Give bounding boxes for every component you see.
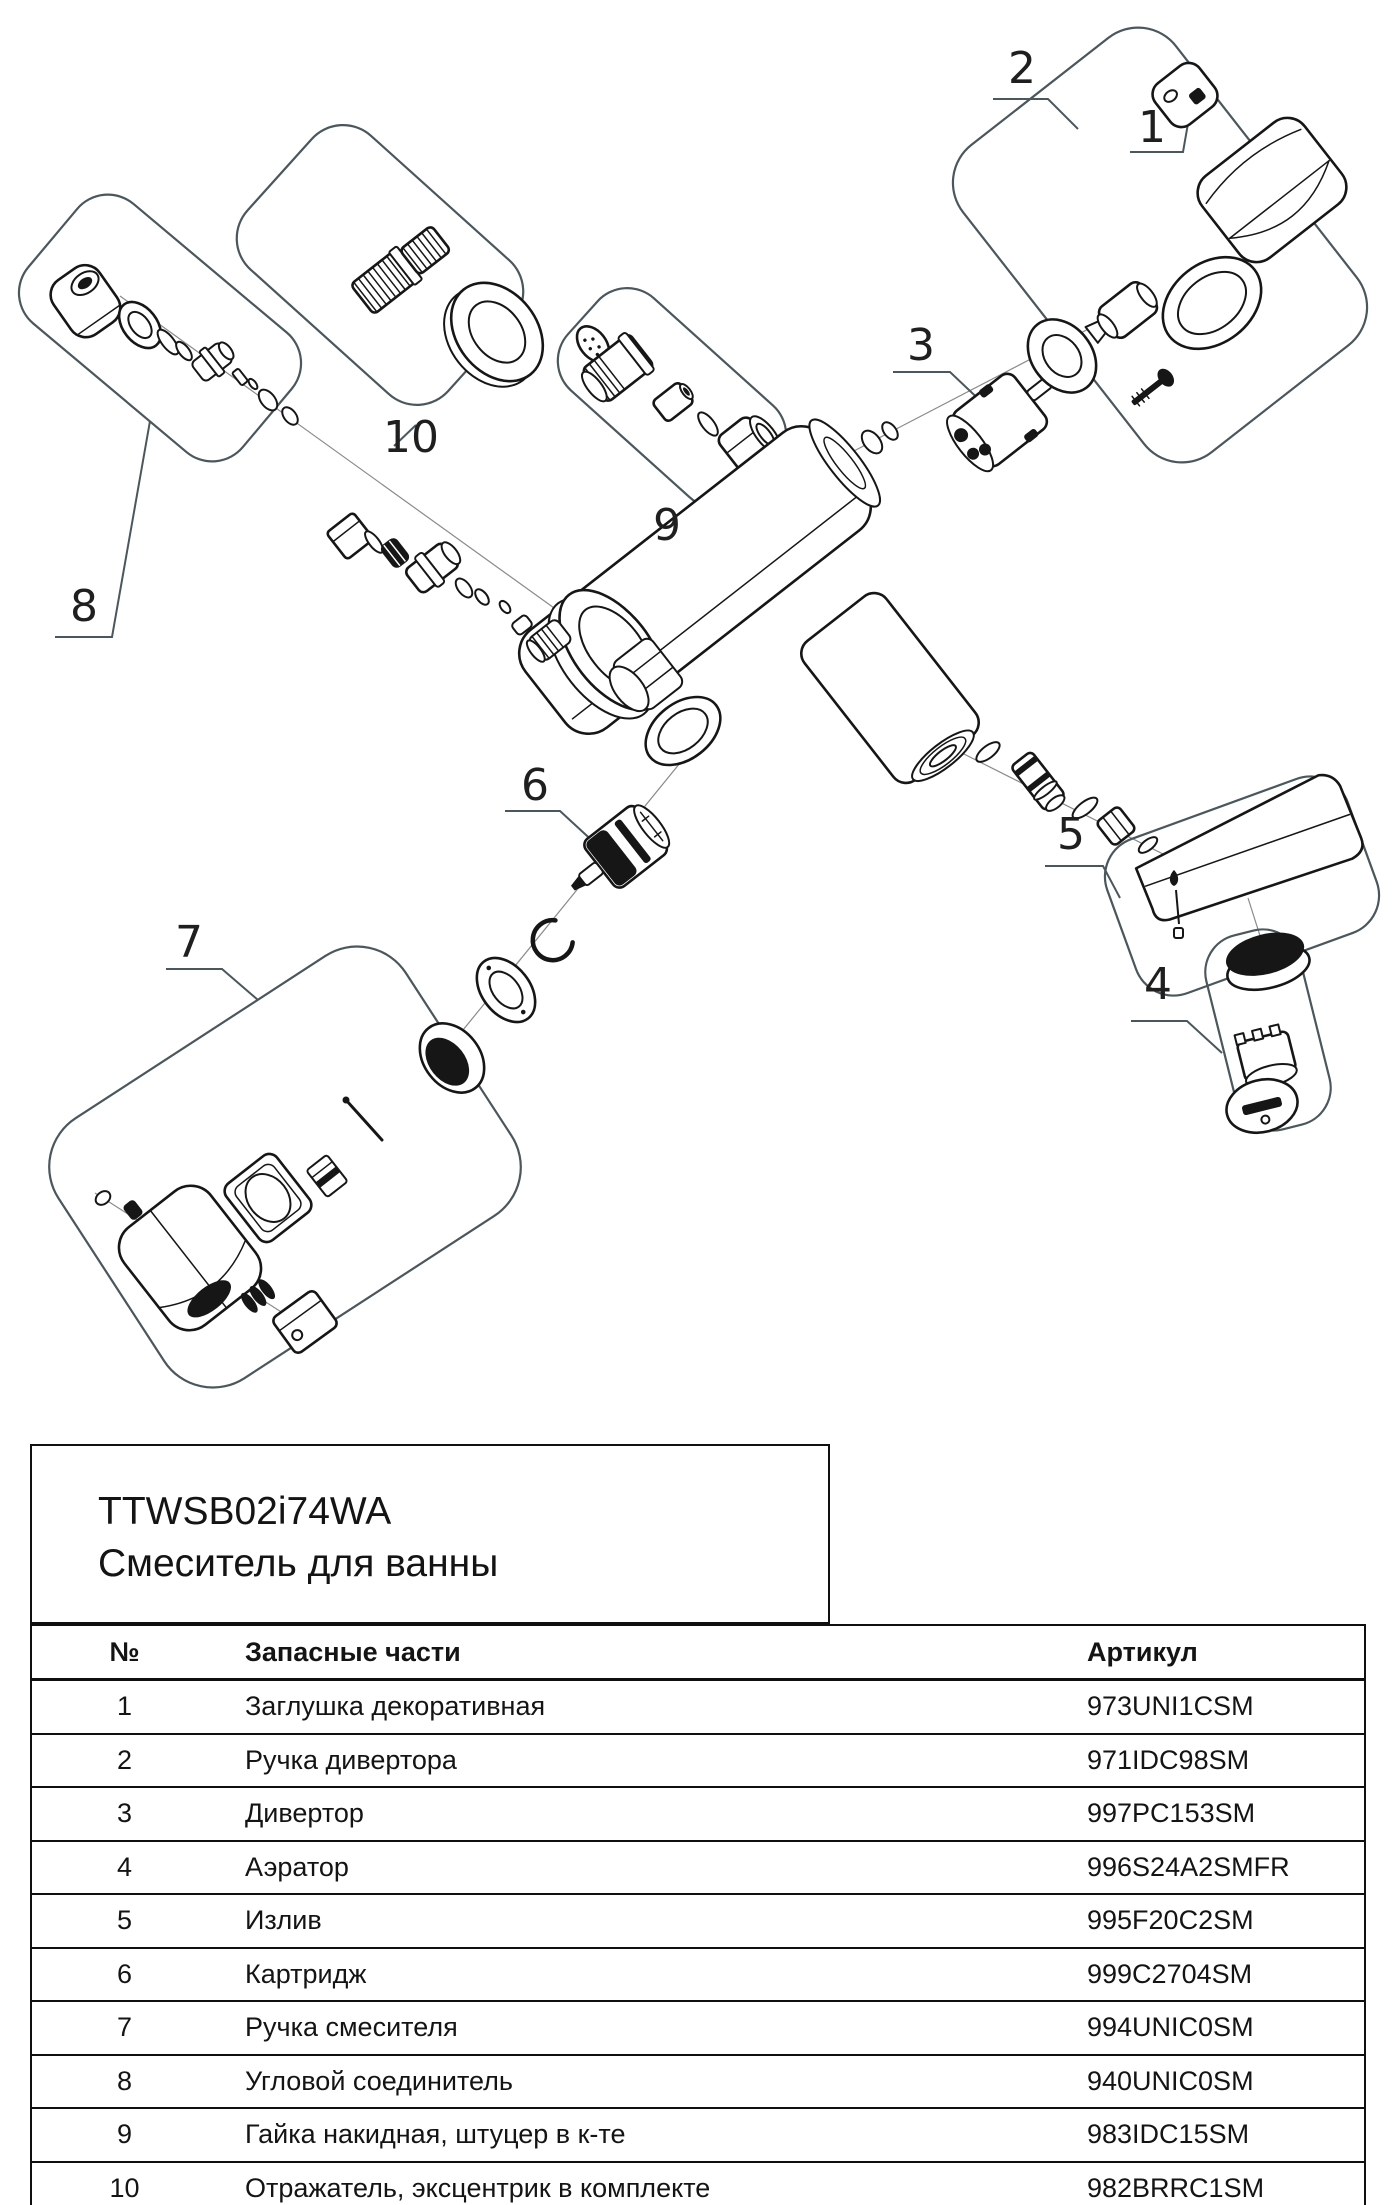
leader-7	[166, 968, 259, 1001]
callout-3: 3	[907, 320, 935, 371]
callout-5: 5	[1057, 809, 1085, 860]
row-article: 982BRRC1SM	[1087, 2172, 1265, 2203]
leader-6	[505, 810, 599, 847]
table-row: 3 Дивертор 997PC153SM	[32, 1786, 1364, 1840]
leader-10	[393, 424, 417, 447]
row-num: 2	[116, 1744, 133, 1775]
part-eccentric-escutcheon	[351, 226, 545, 388]
table-row: 1 Заглушка декоративная 973UNI1CSM	[32, 1678, 1364, 1733]
row-article: 940UNIC0SM	[1087, 2065, 1254, 2096]
row-num: 9	[116, 2119, 133, 2150]
row-article: 973UNI1CSM	[1087, 1691, 1254, 1722]
row-name: Дивертор	[245, 1798, 364, 1829]
group-outline-8	[17, 193, 303, 463]
part-diverter	[860, 280, 1159, 473]
part-mixer-handle-group	[94, 1096, 384, 1354]
table-row: 4 Аэратор 996S24A2SMFR	[32, 1839, 1364, 1894]
part-spout-screw	[1169, 870, 1184, 939]
title-block: TTWSB02i74WA Смеситель для ванны	[30, 1444, 830, 1624]
callout-8: 8	[70, 581, 98, 632]
table-row: 7 Ручка смесителя 994UNIC0SM	[32, 2000, 1364, 2054]
callout-4: 4	[1144, 959, 1172, 1010]
table-row: 9 Гайка накидная, штуцер в к-те 983IDC15…	[32, 2107, 1364, 2161]
parts-table: № Запасные части Артикул 1 Заглушка деко…	[30, 1624, 1366, 2205]
row-name: Излив	[245, 1905, 322, 1936]
header-article: Артикул	[1087, 1636, 1198, 1667]
row-article: 971IDC98SM	[1087, 1744, 1250, 1775]
row-num: 5	[116, 1905, 133, 1936]
parts-table-header: № Запасные части Артикул	[32, 1626, 1364, 1678]
row-name: Картридж	[245, 1958, 367, 1989]
row-name: Аэратор	[245, 1851, 349, 1882]
leader-2	[993, 98, 1079, 130]
part-handle-plate	[1161, 255, 1263, 351]
table-row: 2 Ручка дивертора 971IDC98SM	[32, 1732, 1364, 1787]
row-article: 994UNIC0SM	[1087, 2012, 1254, 2043]
header-name: Запасные части	[245, 1636, 461, 1667]
table-row: 5 Излив 995F20C2SM	[32, 1893, 1364, 1947]
faucet-body	[511, 418, 980, 785]
callout-1: 1	[1138, 102, 1166, 153]
table-row: 8 Угловой соединитель 940UNIC0SM	[32, 2053, 1364, 2108]
part-diverter-handle-group	[1131, 61, 1348, 407]
product-code: TTWSB02i74WA	[98, 1490, 392, 1533]
callout-7: 7	[175, 917, 203, 968]
part-spout	[1134, 773, 1364, 992]
table-row: 10 Отражатель, эксцентрик в комплекте 98…	[32, 2160, 1364, 2205]
row-name: Отражатель, эксцентрик в комплекте	[245, 2172, 711, 2203]
row-num: 4	[116, 1851, 133, 1882]
table-row: 6 Картридж 999C2704SM	[32, 1946, 1364, 2001]
row-article: 996S24A2SMFR	[1087, 1851, 1290, 1882]
supply-chain-parts	[257, 325, 620, 615]
part-angle-connector	[49, 263, 259, 391]
row-num: 10	[109, 2172, 140, 2203]
callout-9: 9	[653, 500, 681, 551]
row-name: Ручка дивертора	[245, 1744, 457, 1775]
header-num: №	[109, 1636, 140, 1667]
part-aerator	[1225, 1023, 1299, 1134]
part-decorative-plug	[1151, 61, 1219, 129]
part-spring	[240, 1279, 276, 1313]
row-num: 3	[116, 1798, 133, 1829]
row-name: Гайка накидная, штуцер в к-те	[245, 2119, 626, 2150]
row-name: Ручка смесителя	[245, 2012, 458, 2043]
part-cartridge	[418, 804, 671, 1094]
leader-5	[1045, 865, 1121, 899]
row-num: 8	[116, 2065, 133, 2096]
group-outline-4	[1204, 928, 1332, 1132]
part-diverter-handle	[1196, 116, 1348, 264]
row-num: 7	[116, 2012, 133, 2043]
leader-4	[1131, 1020, 1223, 1054]
exploded-diagram: 1 2 3 4 5 6 7 8 9 10	[17, 26, 1381, 1389]
leader-8	[55, 420, 151, 638]
part-mixer-handle	[117, 1184, 263, 1332]
callout-10: 10	[383, 412, 439, 463]
callout-6: 6	[521, 760, 549, 811]
row-num: 6	[116, 1958, 133, 1989]
row-name: Угловой соединитель	[245, 2065, 513, 2096]
callout-numbers: 1 2 3 4 5 6 7 8 9 10	[70, 43, 1172, 1010]
row-article: 999C2704SM	[1087, 1958, 1253, 1989]
row-name: Заглушка декоративная	[245, 1691, 546, 1722]
row-article: 983IDC15SM	[1087, 2119, 1250, 2150]
row-num: 1	[116, 1691, 133, 1722]
row-article: 995F20C2SM	[1087, 1905, 1254, 1936]
callout-2: 2	[1008, 43, 1036, 94]
product-name: Смеситель для ванны	[98, 1542, 499, 1585]
spout-chain-parts	[975, 741, 1159, 854]
part-handle-screw	[1131, 368, 1175, 407]
row-article: 997PC153SM	[1087, 1798, 1256, 1829]
part-aerator-cap	[1225, 932, 1311, 992]
